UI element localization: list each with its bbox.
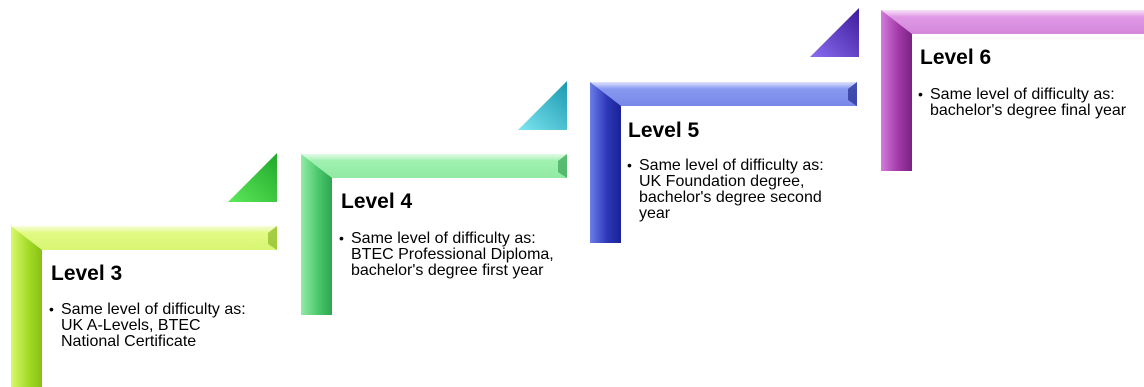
- level-5-description: • Same level of difficulty as: UK Foundat…: [627, 157, 844, 222]
- level-4-description-text: Same level of difficulty as: BTEC Profes…: [351, 230, 554, 279]
- level-3-description: • Same level of difficulty as: UK A-Level…: [49, 301, 251, 350]
- step-connector-triangle-1: [228, 153, 277, 202]
- step-level-4: [301, 154, 567, 315]
- level-4-title: Level 4: [341, 190, 413, 213]
- step-level-6: [881, 10, 1144, 171]
- level-6-description-text: Same level of difficulty as: bachelor's …: [930, 86, 1127, 119]
- step-level-5: [590, 82, 857, 243]
- level-3-title: Level 3: [51, 262, 123, 285]
- level-5-title: Level 5: [628, 119, 700, 142]
- step-connector-triangle-2: [518, 81, 567, 130]
- level-5-description-text: Same level of difficulty as: UK Foundati…: [639, 157, 824, 222]
- bullet-icon: •: [339, 230, 344, 246]
- bullet-icon: •: [49, 301, 54, 317]
- level-6-description: • Same level of difficulty as: bachelor's…: [918, 86, 1135, 119]
- step-connector-triangle-3: [810, 8, 859, 57]
- bullet-icon: •: [918, 86, 923, 102]
- level-6-title: Level 6: [920, 46, 992, 69]
- step-level-3: [11, 226, 277, 387]
- bullet-icon: •: [627, 157, 632, 173]
- level-3-description-text: Same level of difficulty as: UK A-Levels…: [61, 301, 246, 350]
- level-4-description: • Same level of difficulty as: BTEC Profe…: [339, 230, 576, 279]
